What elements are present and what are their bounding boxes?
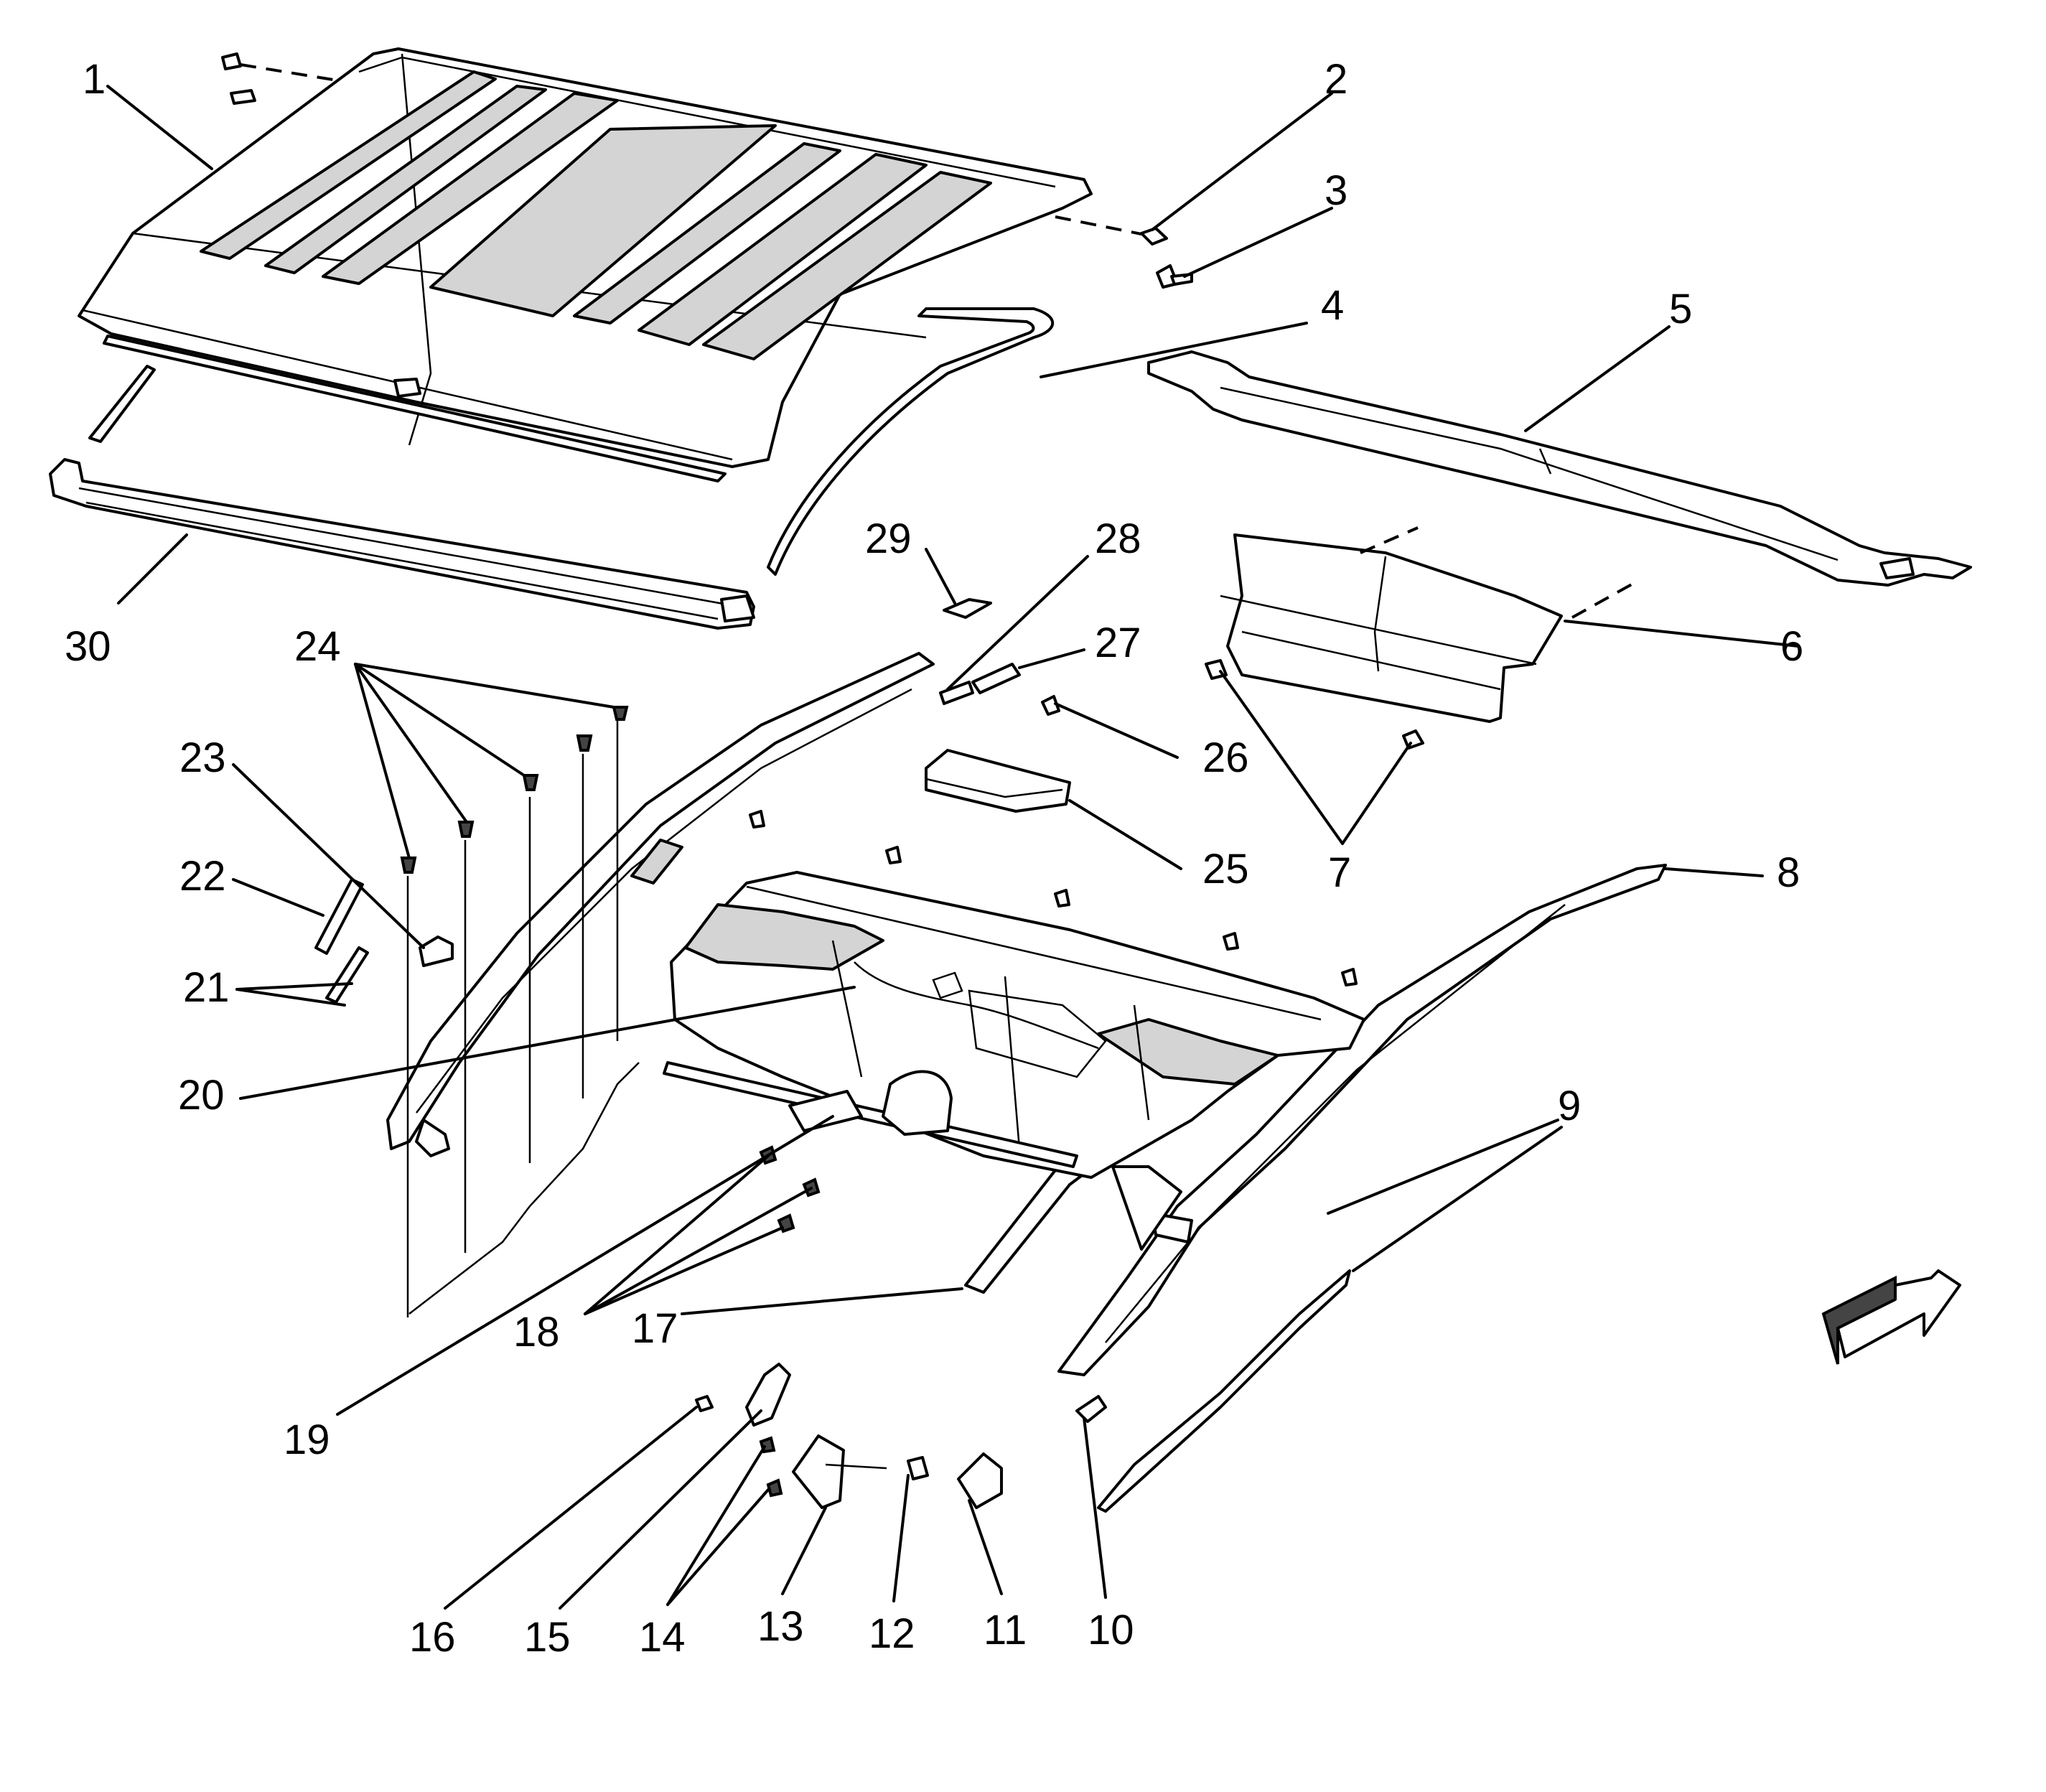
roof-bolt-top (230, 89, 256, 105)
callout-20: 20 (178, 1072, 225, 1119)
retainer-clip (1075, 1395, 1107, 1423)
mechanism-side-rail (386, 652, 935, 1157)
callout-23: 23 (179, 734, 226, 781)
hinge-screw-lower (766, 1478, 783, 1498)
callout-4: 4 (1321, 282, 1344, 329)
header-screw-right (1402, 729, 1424, 750)
callout-11: 11 (984, 1607, 1027, 1653)
callout-27: 27 (1095, 620, 1141, 666)
hinge-bracket (957, 1452, 1003, 1509)
callout-29: 29 (865, 515, 912, 562)
connector-clip (939, 681, 974, 705)
callout-5: 5 (1669, 286, 1692, 332)
clip-fastener (1140, 227, 1168, 246)
callout-30: 30 (65, 623, 111, 670)
callout-17: 17 (632, 1305, 678, 1352)
callout-13: 13 (757, 1603, 804, 1650)
drive-motor (788, 1070, 953, 1136)
rear-header-panel (1220, 533, 1563, 723)
callout-2: 2 (1325, 56, 1347, 103)
mounting-bolts (400, 706, 629, 874)
callout-26: 26 (1202, 734, 1249, 781)
callout-22: 22 (179, 853, 226, 900)
side-rail-trim (1097, 1269, 1351, 1513)
seal-retainer (943, 598, 992, 619)
roof-panel (78, 47, 1093, 482)
forward-arrow-icon (1821, 1269, 1961, 1365)
latch-clip (419, 935, 454, 967)
bolt-guides (406, 718, 640, 1317)
bolt-fastener (1156, 264, 1193, 289)
callout-15: 15 (524, 1614, 571, 1661)
bracket-screw (1041, 695, 1060, 716)
callout-24: 24 (294, 623, 341, 670)
callout-labels: 1 2 3 4 5 6 7 8 9 10 11 12 13 14 15 16 1… (65, 56, 1803, 1661)
latch-pin-small (325, 946, 369, 1004)
switch-connector (971, 663, 1021, 694)
leader-lines (106, 85, 1800, 1610)
mechanism-bolts (749, 810, 1358, 986)
callout-10: 10 (1088, 1607, 1134, 1653)
hinge-nut (907, 1456, 929, 1480)
callout-19: 19 (284, 1417, 330, 1463)
callout-18: 18 (513, 1309, 560, 1355)
roof-seal (767, 307, 1055, 576)
callout-3: 3 (1325, 167, 1347, 214)
side-roof-rail (1147, 350, 1972, 587)
roof-clip-top (221, 52, 242, 70)
callout-7: 7 (1328, 849, 1351, 896)
latch-pin-large (314, 878, 364, 955)
callout-6: 6 (1780, 623, 1803, 670)
lower-rail-strip (1111, 1165, 1182, 1251)
callout-28: 28 (1095, 515, 1141, 562)
front-rail (49, 458, 755, 630)
callout-12: 12 (869, 1610, 915, 1657)
small-clip (695, 1395, 714, 1412)
corner-bracket (745, 1363, 791, 1427)
callout-9: 9 (1558, 1083, 1581, 1129)
control-module (925, 749, 1071, 813)
callout-16: 16 (409, 1614, 456, 1661)
callout-1: 1 (83, 56, 106, 103)
hinge-plate (792, 1434, 887, 1509)
callout-21: 21 (183, 964, 230, 1011)
roof-edge-rod (88, 365, 156, 443)
callout-25: 25 (1202, 846, 1249, 892)
callout-8: 8 (1777, 849, 1800, 896)
callout-14: 14 (639, 1614, 686, 1661)
